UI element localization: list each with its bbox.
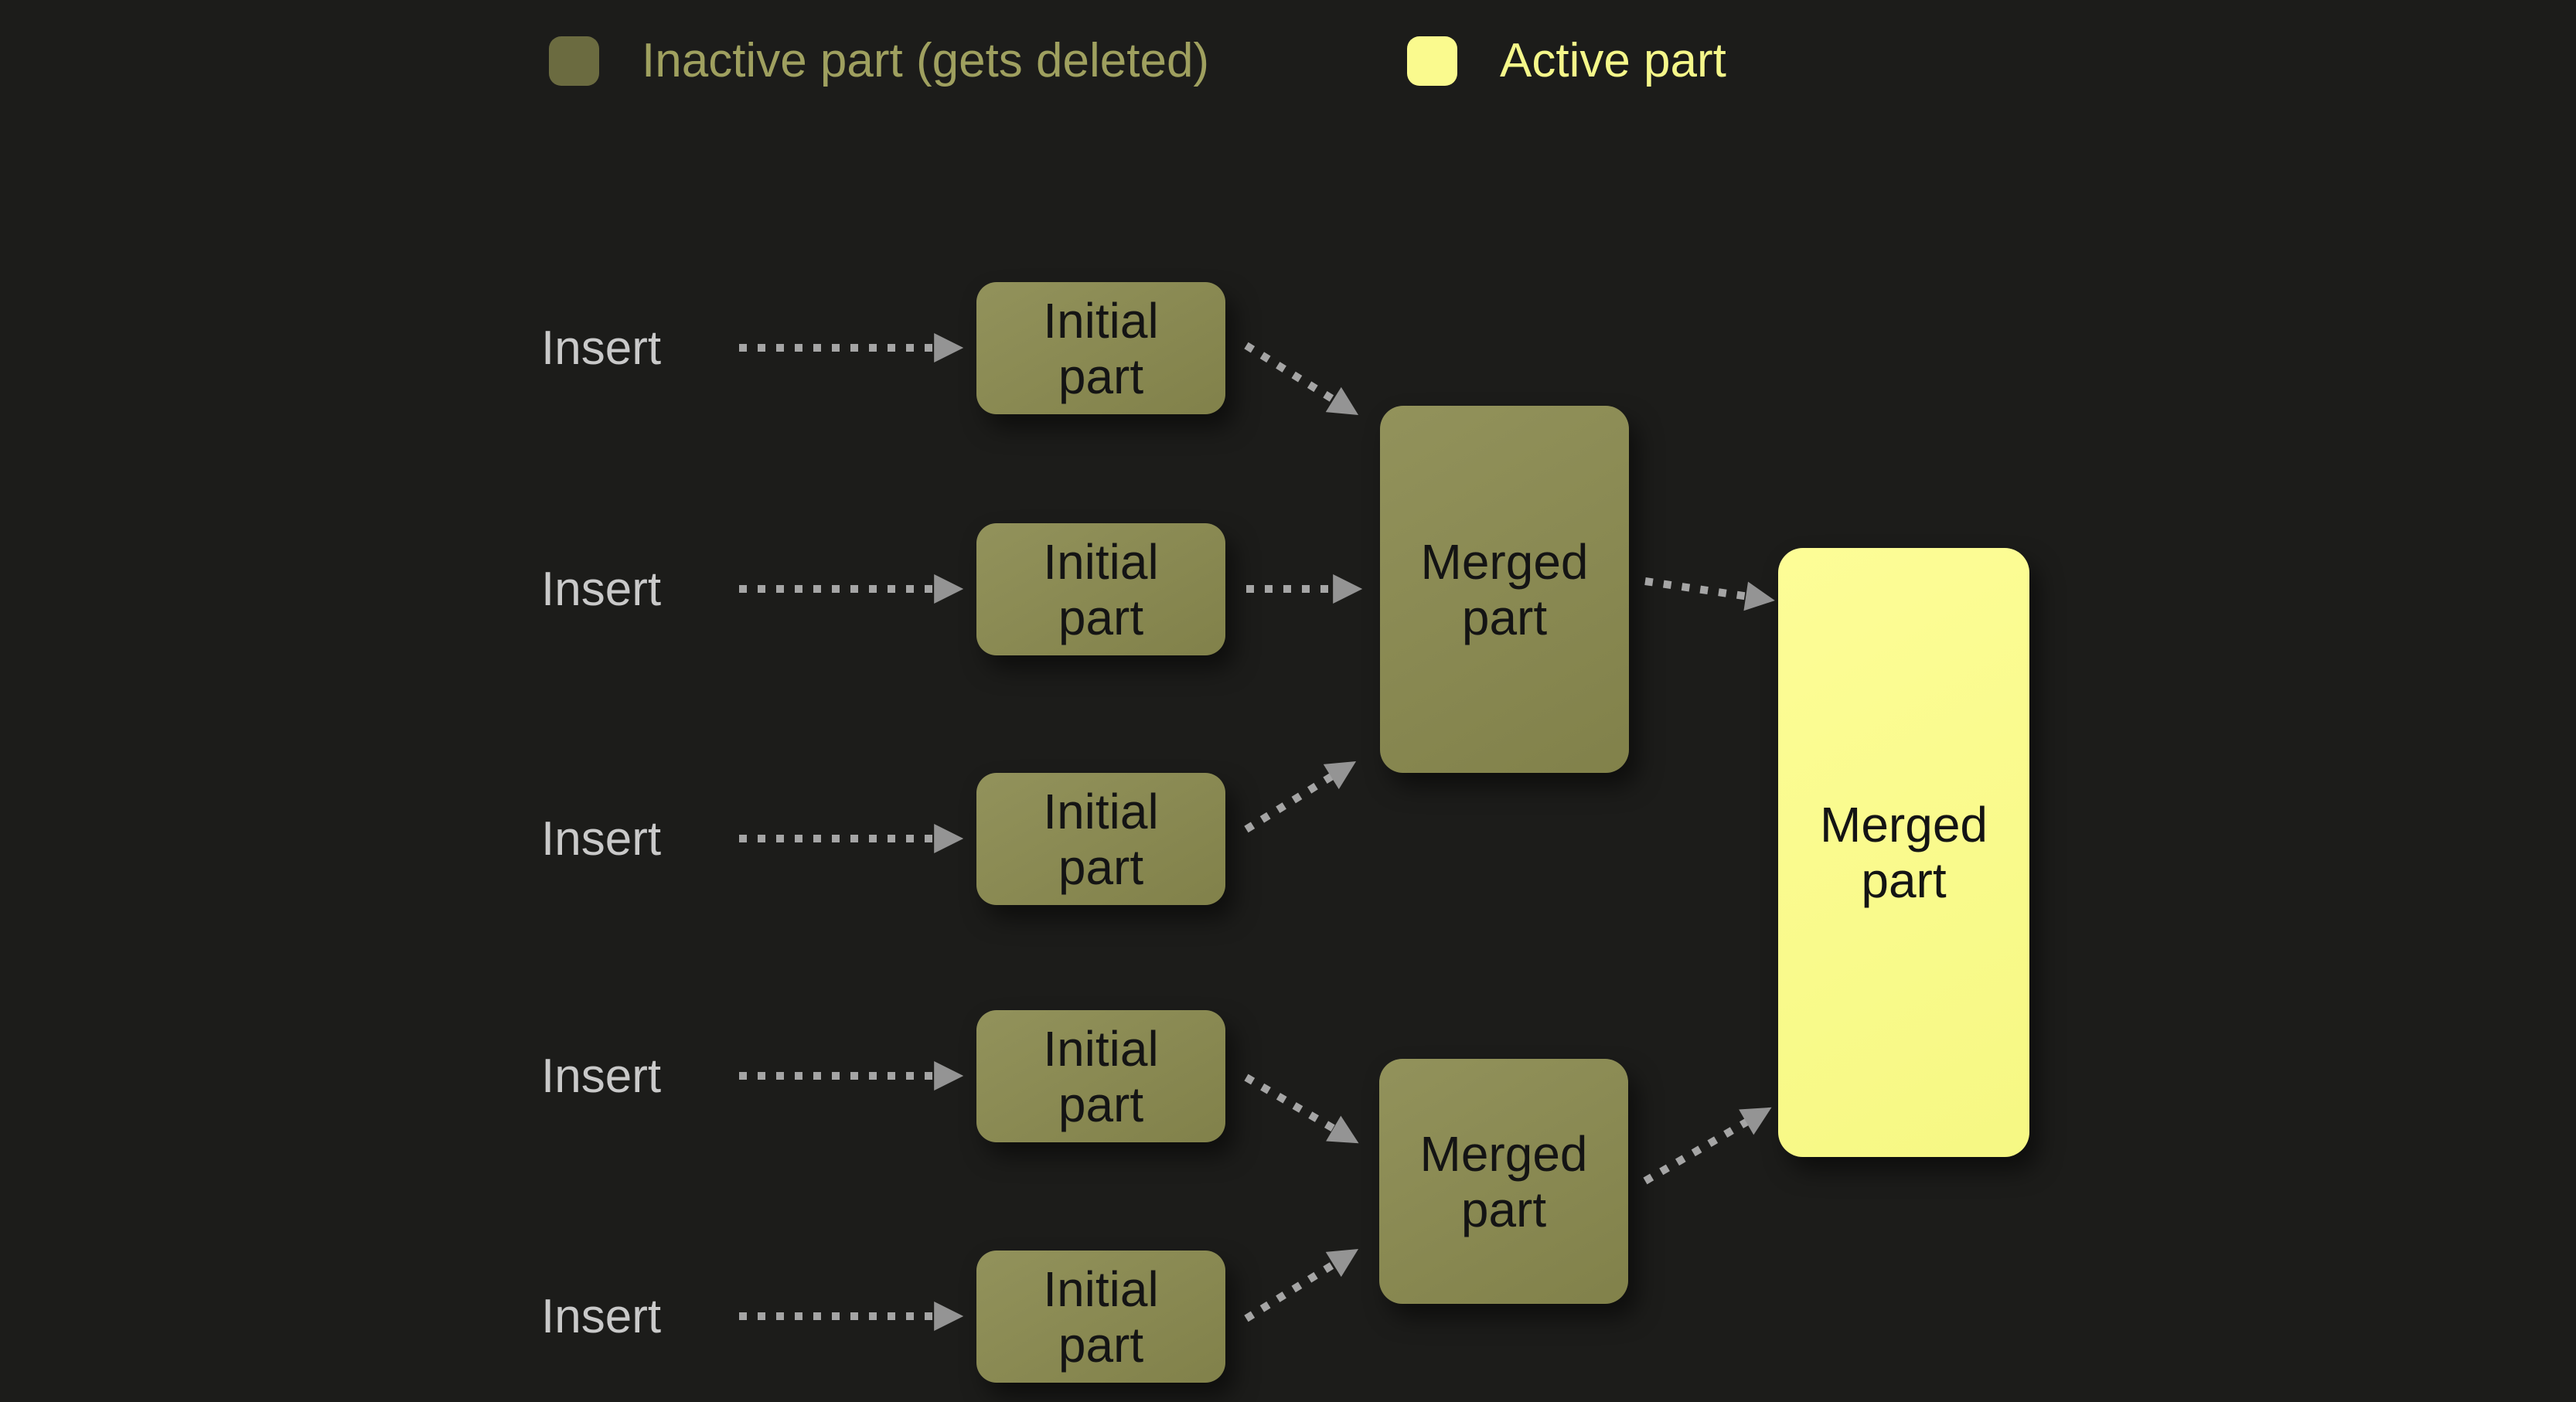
inactive-color-swatch <box>549 36 599 86</box>
node-label-line: part <box>1460 1181 1547 1237</box>
legend-item-active: Active part <box>1407 36 1726 86</box>
initial-part-node-2: Initial part <box>976 523 1225 655</box>
dotted-arrow-initial3-merged1 <box>1244 761 1357 833</box>
node-label-line: part <box>1461 589 1548 645</box>
node-label-line: Merged <box>1420 533 1589 590</box>
insert-label-3: Insert <box>541 812 662 866</box>
active-merged-part-node: Merged part <box>1778 548 2029 1157</box>
node-label-line: part <box>1058 348 1144 404</box>
node-label-line: Initial <box>1043 783 1159 839</box>
insert-label-4: Insert <box>541 1049 662 1103</box>
node-label-line: Merged <box>1820 797 1988 852</box>
dotted-arrow-initial5-merged2 <box>1244 1248 1359 1322</box>
legend-inactive-label: Inactive part (gets deleted) <box>642 34 1210 87</box>
node-label-line: Merged <box>1419 1125 1588 1182</box>
node-label-line: part <box>1058 839 1144 895</box>
initial-part-node-4: Initial part <box>976 1010 1225 1142</box>
insert-label-1: Insert <box>541 321 662 375</box>
dotted-arrow-merged2-active <box>1643 1107 1772 1185</box>
node-label-line: Initial <box>1043 1020 1159 1077</box>
node-label-line: part <box>1058 1076 1144 1132</box>
legend-active-label: Active part <box>1500 34 1726 87</box>
initial-part-node-3: Initial part <box>976 773 1225 905</box>
node-label-line: part <box>1861 852 1947 908</box>
merged-part-node-1: Merged part <box>1380 406 1629 773</box>
merged-part-node-2: Merged part <box>1379 1059 1628 1304</box>
active-color-swatch <box>1407 36 1457 86</box>
node-label-line: Initial <box>1043 292 1159 349</box>
dotted-arrow-initial4-merged2 <box>1244 1074 1359 1144</box>
dotted-arrow-initial1-merged1 <box>1244 342 1359 416</box>
dotted-arrow-merged1-active <box>1644 577 1775 611</box>
node-label-line: Initial <box>1043 1261 1159 1317</box>
node-label-line: Initial <box>1043 533 1159 590</box>
initial-part-node-5: Initial part <box>976 1251 1225 1383</box>
node-label-line: part <box>1058 1316 1144 1373</box>
initial-part-node-1: Initial part <box>976 282 1225 414</box>
node-label-line: part <box>1058 589 1144 645</box>
legend-item-inactive: Inactive part (gets deleted) <box>549 36 1209 86</box>
insert-label-5: Insert <box>541 1289 662 1343</box>
insert-label-2: Insert <box>541 562 662 616</box>
